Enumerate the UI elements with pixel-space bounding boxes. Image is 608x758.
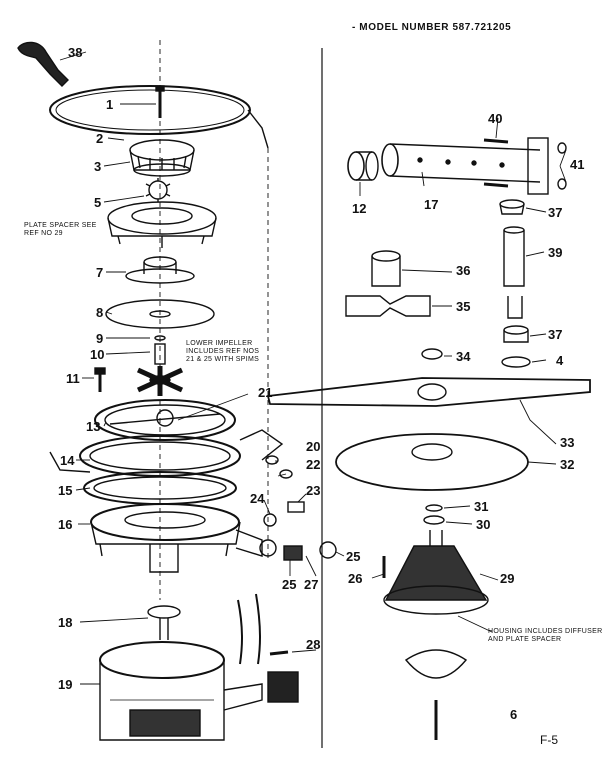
note-line: PLATE SPACER SEE (24, 222, 97, 229)
plate-spacer-note: PLATE SPACER SEE REF NO 29 (24, 222, 97, 238)
part-label-9: 9 (96, 331, 104, 346)
part-17-spray-tube (381, 137, 549, 195)
part-5-gear (145, 178, 171, 202)
housing-note: HOUSING INCLUDES DIFFUSER AND PLATE SPAC… (488, 628, 602, 644)
guide-dash-line (159, 40, 269, 600)
part-7-guide (125, 256, 195, 284)
part-label-17: 17 (424, 197, 439, 212)
part-label-36: 36 (456, 263, 471, 278)
part-label-7: 7 (96, 265, 104, 280)
part-label-5: 5 (94, 195, 102, 210)
part-11-screw (94, 367, 106, 392)
part-label-2: 2 (96, 131, 104, 146)
part-40-41-screws (483, 138, 567, 190)
part-label-20: 20 (306, 439, 321, 454)
part-16-pump-base (90, 503, 263, 573)
part-label-34: 34 (456, 349, 471, 364)
part-3-filter-cap (129, 139, 195, 177)
note-line: HOUSING INCLUDES DIFFUSER (488, 628, 603, 635)
part-33-spray-arm (266, 377, 591, 407)
part-label-12: 12 (352, 201, 367, 216)
note-line: LOWER IMPELLER (186, 340, 253, 347)
part-label-23: 23 (306, 483, 321, 498)
part-label-25b: 25 (282, 577, 297, 592)
part-10-impeller-shaft (154, 343, 166, 365)
part-8-plate (105, 299, 215, 329)
page-code: F-5 (540, 733, 558, 747)
terminal-block (267, 671, 299, 703)
part-label-18: 18 (58, 615, 73, 630)
lower-impeller (136, 366, 184, 396)
part-label-6: 6 (510, 707, 518, 722)
part-label-11: 11 (66, 371, 80, 386)
part-31-nut (425, 504, 443, 512)
note-line: REF NO 29 (24, 230, 63, 237)
note-line: AND PLATE SPACER (488, 636, 562, 643)
part-label-25a: 25 (346, 549, 361, 564)
model-number-header: - MODEL NUMBER 587.721205 (352, 22, 512, 33)
part-label-19: 19 (58, 677, 73, 692)
part-label-3: 3 (94, 159, 102, 174)
part-label-16: 16 (58, 517, 73, 532)
part-label-37b: 37 (548, 327, 563, 342)
part-label-14: 14 (60, 453, 75, 468)
part-18-coupling (147, 605, 181, 640)
part-1-screw (155, 85, 165, 118)
part-label-8: 8 (96, 305, 104, 320)
part-36-35-34 (345, 250, 443, 360)
part-38-clamp-lever (17, 41, 69, 87)
part-label-29: 29 (500, 571, 515, 586)
part-label-24: 24 (250, 491, 265, 506)
part-label-40: 40 (488, 111, 503, 126)
part-label-37a: 37 (548, 205, 563, 220)
part-label-33: 33 (560, 435, 575, 450)
part-label-31: 31 (474, 499, 489, 514)
part-2-clamp-band (49, 85, 269, 149)
part-29-housing (383, 530, 489, 615)
lower-impeller-note: LOWER IMPELLER INCLUDES REF NOS 21 & 25 … (186, 340, 259, 364)
part-label-1: 1 (106, 97, 114, 112)
part-12-end-cap (347, 151, 379, 181)
part-label-27: 27 (304, 577, 319, 592)
small-fittings (259, 455, 337, 561)
part-6-filter-and-bolt (404, 649, 468, 740)
part-label-4: 4 (556, 353, 564, 368)
part-label-21: 21 (258, 385, 273, 400)
part-9-washer (154, 335, 166, 341)
part-32-strainer-plate (335, 433, 529, 491)
part-label-38: 38 (68, 45, 83, 60)
part-14-seal (49, 429, 284, 477)
part-label-10: 10 (90, 347, 105, 362)
note-line: 21 & 25 WITH SPIMS (186, 356, 260, 363)
part-label-30: 30 (476, 517, 491, 532)
part-label-35: 35 (456, 299, 471, 314)
part-label-32: 32 (560, 457, 575, 472)
note-line: INCLUDES REF NOS (186, 348, 260, 355)
part-19-motor (99, 593, 263, 741)
part-label-13: 13 (86, 419, 101, 434)
part-37-39-4-tube-stack (499, 199, 531, 368)
part-30-washer (423, 515, 445, 525)
part-28-screw (269, 650, 289, 656)
part-label-28: 28 (306, 637, 321, 652)
part-label-15: 15 (58, 483, 73, 498)
part-13-pump-ring (94, 399, 236, 441)
part-15-gasket (83, 471, 237, 505)
part-label-41: 41 (570, 157, 585, 172)
part-label-39: 39 (548, 245, 563, 260)
part-label-26: 26 (348, 571, 363, 586)
part-label-22: 22 (306, 457, 321, 472)
plate-spacer-housing (107, 201, 217, 248)
